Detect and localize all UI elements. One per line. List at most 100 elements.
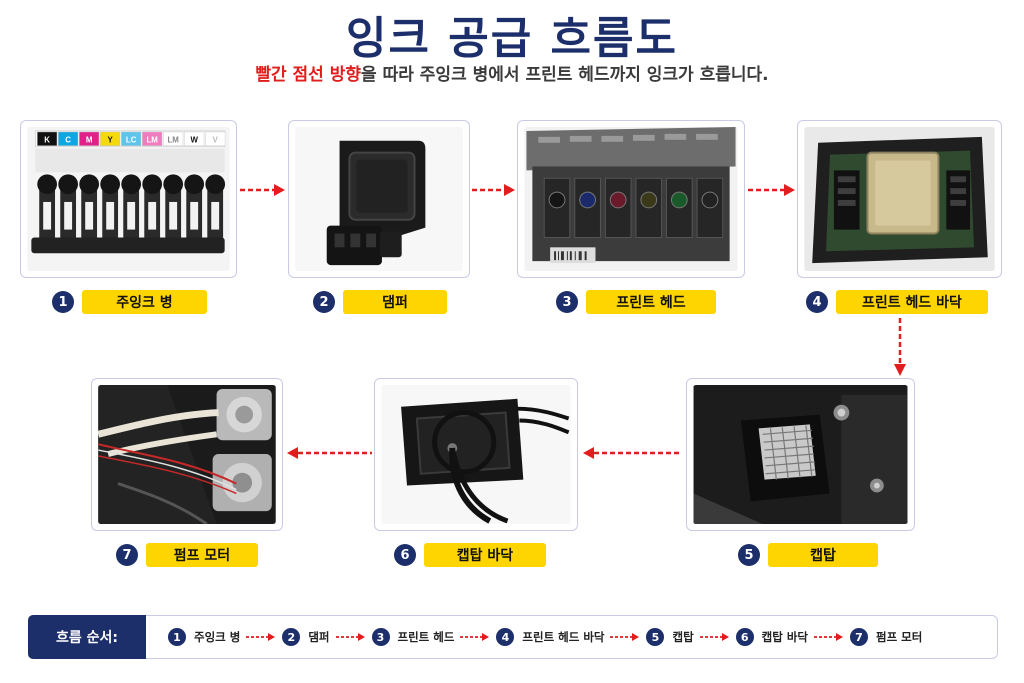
ink-tank-window — [169, 202, 177, 230]
flow-step-number: 3 — [372, 628, 390, 646]
step-name: 주잉크 병 — [82, 290, 207, 314]
flow-step-number: 7 — [850, 628, 868, 646]
page-subtitle: 빨간 점선 방향을 따라 주잉크 병에서 프린트 헤드까지 잉크가 흐릅니다. — [0, 60, 1024, 85]
ink-label-text: LM — [146, 135, 158, 144]
arrow-3-to-4 — [748, 183, 796, 197]
page-title: 잉크 공급 흐름도 — [0, 2, 1024, 66]
print-head-ink-port — [580, 192, 596, 208]
ink-label-text: Y — [108, 135, 114, 144]
subtitle-highlight: 빨간 점선 방향 — [255, 65, 361, 85]
ink-label-text: W — [190, 135, 198, 144]
print-head-image — [524, 127, 738, 271]
step-name: 프린트 헤드 바닥 — [836, 290, 988, 314]
flow-step-1: 1 주잉크 병 — [168, 628, 240, 646]
flow-step-4: 4 프린트 헤드 바닥 — [496, 628, 604, 646]
step-name: 캡탑 바닥 — [424, 543, 546, 567]
ink-tank-cap — [163, 174, 183, 194]
step-number: 4 — [806, 291, 828, 313]
step-label-1: 1 주잉크 병 — [52, 289, 207, 315]
ink-tank-window — [106, 202, 114, 230]
ink-tank-window — [190, 202, 198, 230]
print-head-ink-port — [671, 192, 687, 208]
step-name: 댐퍼 — [343, 290, 447, 314]
flow-step-2: 2 댐퍼 — [282, 628, 329, 646]
print-head-bottom-image — [804, 127, 995, 271]
flow-arrow — [246, 632, 276, 642]
step-label-3: 3 프린트 헤드 — [556, 289, 716, 315]
print-head-ink-port — [549, 192, 565, 208]
flow-arrow — [336, 632, 366, 642]
flow-step-number: 4 — [496, 628, 514, 646]
flow-step-number: 5 — [646, 628, 664, 646]
ink-tank-window — [127, 202, 135, 230]
print-head-ink-port — [610, 192, 626, 208]
step-label-4: 4 프린트 헤드 바닥 — [806, 289, 988, 315]
ink-tank-bodies — [37, 174, 225, 239]
step-number: 7 — [116, 544, 138, 566]
ink-tank-cap — [121, 174, 141, 194]
card-cap-top-bottom — [374, 378, 578, 531]
pump-motor-image — [98, 385, 276, 524]
flow-step-label: 주잉크 병 — [194, 629, 240, 645]
step-name: 캡탑 — [768, 543, 878, 567]
arrow-2-to-3 — [472, 183, 516, 197]
ink-label-text: M — [86, 135, 93, 144]
ink-tank-cap — [100, 174, 120, 194]
ink-label-text: V — [213, 135, 219, 144]
flow-step-label: 캡탑 바닥 — [762, 629, 808, 645]
flow-step-label: 프린트 헤드 바닥 — [522, 629, 604, 645]
card-print-head — [517, 120, 745, 278]
flow-arrow — [700, 632, 730, 642]
flow-arrow — [814, 632, 844, 642]
flow-arrow — [610, 632, 640, 642]
arrow-6-to-7 — [286, 446, 372, 460]
flow-step-number: 2 — [282, 628, 300, 646]
ink-tank-window — [211, 202, 219, 230]
flow-step-label: 캡탑 — [672, 629, 693, 645]
flow-step-number: 1 — [168, 628, 186, 646]
subtitle-text: 을 따라 주잉크 병에서 프린트 헤드까지 잉크가 흐릅니다. — [361, 65, 769, 85]
card-print-head-bottom — [797, 120, 1002, 278]
step-number: 2 — [313, 291, 335, 313]
cap-top-image — [693, 385, 908, 524]
flow-step-label: 펌프 모터 — [876, 629, 922, 645]
step-number: 5 — [738, 544, 760, 566]
ink-tank-window — [85, 202, 93, 230]
step-label-7: 7 펌프 모터 — [116, 542, 258, 568]
arrow-5-to-6 — [582, 446, 682, 460]
ink-label-text: C — [65, 135, 71, 144]
flow-step-5: 5 캡탑 — [646, 628, 693, 646]
step-name: 프린트 헤드 — [586, 290, 716, 314]
flow-step-label: 댐퍼 — [308, 629, 329, 645]
ink-tank-cap — [37, 174, 57, 194]
card-damper — [288, 120, 470, 278]
print-head-ink-port — [702, 192, 718, 208]
ink-tank-cap — [79, 174, 99, 194]
step-number: 6 — [394, 544, 416, 566]
flow-arrow — [460, 632, 490, 642]
card-pump-motor — [91, 378, 283, 531]
arrow-4-to-5 — [893, 318, 907, 378]
step-number: 1 — [52, 291, 74, 313]
ink-tank-cap — [184, 174, 204, 194]
ink-label-text: LC — [126, 135, 137, 144]
step-label-6: 6 캡탑 바닥 — [394, 542, 546, 568]
arrow-1-to-2 — [240, 183, 286, 197]
ink-tank-cap — [142, 174, 162, 194]
ink-label-text: K — [44, 135, 50, 144]
print-head-ink-port — [641, 192, 657, 208]
ink-tank-window — [43, 202, 51, 230]
card-cap-top — [686, 378, 915, 531]
damper-image — [295, 127, 463, 271]
flow-order-heading: 흐름 순서: — [28, 615, 146, 659]
flow-step-label: 프린트 헤드 — [398, 629, 455, 645]
cap-top-bottom-image — [381, 385, 571, 524]
step-number: 3 — [556, 291, 578, 313]
step-name: 펌프 모터 — [146, 543, 258, 567]
flow-step-3: 3 프린트 헤드 — [372, 628, 455, 646]
